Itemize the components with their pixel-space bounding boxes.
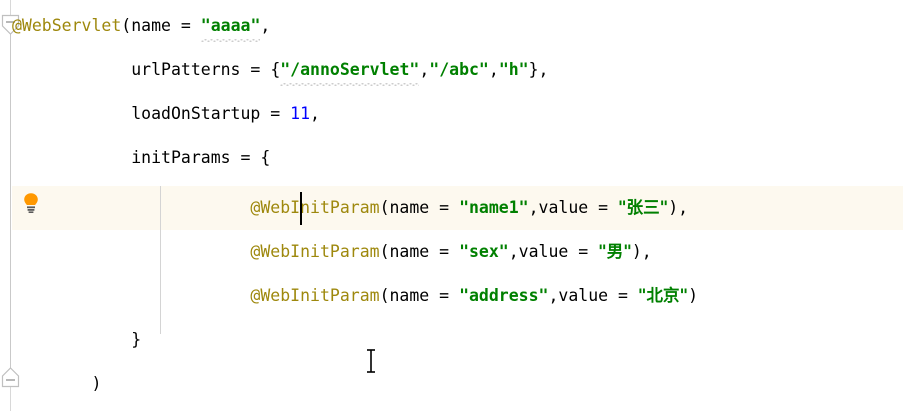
code-token-punct: = xyxy=(170,16,201,35)
code-line-1[interactable]: @WebServlet(name = "aaaa", xyxy=(12,4,270,48)
code-token-paren: ( xyxy=(121,16,132,35)
code-line-3[interactable]: loadOnStartup = 11, xyxy=(12,92,320,136)
code-token-punct: , xyxy=(310,104,320,123)
code-token-ident: loadOnStartup xyxy=(131,104,261,123)
code-indent xyxy=(12,242,250,261)
code-token-punct: = xyxy=(429,242,460,261)
code-token-paren: ) xyxy=(668,198,679,217)
code-line-5[interactable]: @WebInitParam(name = "name1",value = "张三… xyxy=(12,186,688,230)
code-indent xyxy=(12,148,131,167)
code-token-punct: { xyxy=(260,148,271,167)
code-token-ident: name xyxy=(389,286,430,305)
fold-region-line xyxy=(10,26,11,378)
code-token-punct: { xyxy=(270,60,281,79)
code-indent xyxy=(12,104,131,123)
text-caret xyxy=(300,192,302,225)
code-token-punct: , xyxy=(528,198,539,217)
code-token-strq: "address" xyxy=(459,286,549,305)
fold-collapse-minus-icon[interactable] xyxy=(1,366,20,388)
code-token-punct: , xyxy=(508,242,519,261)
code-token-punct: = xyxy=(568,242,599,261)
code-token-punct: , xyxy=(488,60,499,79)
code-indent xyxy=(12,286,250,305)
code-token-paren: ) xyxy=(688,286,699,305)
code-line-6[interactable]: @WebInitParam(name = "sex",value = "男"), xyxy=(12,230,652,274)
code-token-punct: , xyxy=(678,198,689,217)
code-token-ident: value xyxy=(518,242,569,261)
code-indent xyxy=(12,374,91,393)
code-token-punct: = xyxy=(588,198,619,217)
fold-collapse-minus-icon[interactable] xyxy=(1,14,20,36)
indent-guide-line xyxy=(160,186,161,334)
code-token-paren: ) xyxy=(91,374,102,393)
code-token-punct: = xyxy=(260,104,291,123)
code-token-cjkq: "男" xyxy=(598,242,632,261)
code-token-punct: , xyxy=(419,60,430,79)
code-indent xyxy=(12,330,131,349)
code-token-punct: , xyxy=(260,16,271,35)
lightbulb-icon[interactable] xyxy=(22,192,40,214)
code-token-paren: ( xyxy=(379,286,390,305)
code-line-2[interactable]: urlPatterns = {"/annoServlet","/abc","h"… xyxy=(12,48,549,92)
code-token-anno: @WebInitParam xyxy=(250,286,380,305)
code-token-strq: "/annoServlet" xyxy=(280,48,420,92)
code-token-punct: , xyxy=(641,242,652,261)
code-token-punct: = xyxy=(429,286,460,305)
code-token-anno: @WebInitParam xyxy=(250,242,380,261)
code-indent xyxy=(12,198,250,217)
code-token-ident: urlPatterns xyxy=(131,60,241,79)
code-token-punct: = xyxy=(608,286,638,305)
code-token-punct: }, xyxy=(528,60,549,79)
code-token-strq: "sex" xyxy=(459,242,509,261)
code-token-punct: = xyxy=(429,198,460,217)
code-token-cjkq: "张三" xyxy=(618,198,669,217)
code-token-punct: = xyxy=(230,148,261,167)
code-token-cjkq: "北京" xyxy=(637,286,689,305)
code-indent xyxy=(12,60,131,79)
code-token-ident: value xyxy=(558,286,609,305)
code-token-strq: "h" xyxy=(498,60,529,79)
code-token-num: 11 xyxy=(290,104,311,123)
code-line-9[interactable]: ) xyxy=(12,362,101,406)
code-token-ident: name xyxy=(131,16,171,35)
code-token-anno: @WebServlet xyxy=(12,16,122,35)
code-token-ident: name xyxy=(389,242,430,261)
code-token-ident: value xyxy=(538,198,589,217)
code-line-7[interactable]: @WebInitParam(name = "address",value = "… xyxy=(12,274,698,318)
code-token-anno: @WebInitParam xyxy=(250,198,380,217)
code-token-paren: ( xyxy=(379,198,390,217)
caret-line-highlight xyxy=(11,186,903,230)
code-token-ident: name xyxy=(389,198,430,217)
code-line-8[interactable]: } xyxy=(12,318,141,362)
code-token-paren: ( xyxy=(379,242,390,261)
code-token-paren: ) xyxy=(631,242,642,261)
code-token-strq: "aaaa" xyxy=(200,4,260,48)
code-token-strq: "/abc" xyxy=(429,60,489,79)
code-token-punct: } xyxy=(131,330,142,349)
code-token-punct: = xyxy=(240,60,271,79)
code-token-punct: , xyxy=(548,286,559,305)
code-token-ident: initParams xyxy=(131,148,231,167)
code-token-strq: "name1" xyxy=(459,198,529,217)
editor-gutter[interactable] xyxy=(0,0,12,411)
code-line-4[interactable]: initParams = { xyxy=(12,136,270,180)
